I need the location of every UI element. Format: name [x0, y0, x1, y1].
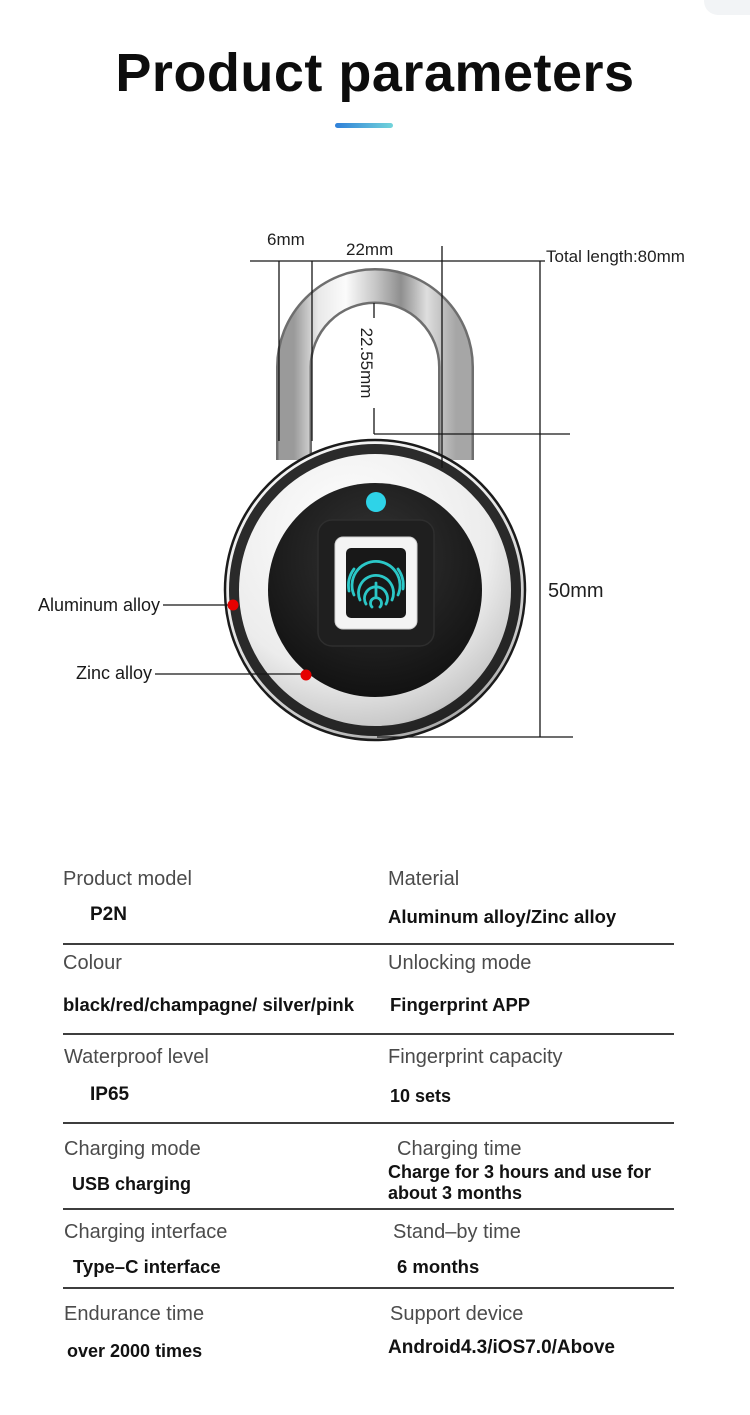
row-divider	[63, 1122, 674, 1124]
material-marker-dot-aluminum	[227, 599, 239, 611]
spec-value-waterproof-level: IP65	[90, 1084, 130, 1105]
fingerprint-sensor	[317, 519, 435, 647]
spec-value-support-device: Android4.3/iOS7.0/Above	[388, 1337, 615, 1358]
material-marker-dot-zinc	[300, 669, 312, 681]
spec-value-unlocking-mode: Fingerprint APP	[390, 994, 531, 1015]
spec-label-fingerprint-capacity: Fingerprint capacity	[388, 1046, 563, 1068]
page-corner-artifact	[704, 0, 750, 15]
spec-label-unlocking-mode: Unlocking mode	[388, 952, 532, 974]
dim-shackle-thickness-label: 6mm	[267, 230, 305, 249]
material-zinc-label: Zinc alloy	[75, 663, 152, 683]
spec-value-fingerprint-capacity: 10 sets	[390, 1086, 452, 1106]
spec-label-waterproof-level: Waterproof level	[64, 1046, 209, 1068]
dim-body-height-label: 50mm	[548, 580, 604, 602]
dim-shackle-width-label: 22mm	[346, 240, 394, 259]
row-divider	[63, 943, 674, 945]
row-divider	[63, 1033, 674, 1035]
spec-value-standby-time: 6 months	[397, 1256, 480, 1277]
row-divider	[63, 1208, 674, 1210]
spec-label-material: Material	[388, 868, 460, 890]
spec-label-charging-interface: Charging interface	[64, 1221, 228, 1243]
spec-value-charging-interface: Type–C interface	[73, 1256, 221, 1277]
spec-label-charging-mode: Charging mode	[64, 1138, 201, 1160]
lock-body	[223, 438, 527, 742]
spec-value-endurance-time: over 2000 times	[67, 1341, 203, 1361]
led-indicator	[366, 492, 386, 512]
spec-label-standby-time: Stand–by time	[393, 1221, 521, 1243]
spec-label-support-device: Support device	[390, 1303, 524, 1325]
page-title: Product parameters	[115, 43, 635, 103]
fingerprint-icon	[347, 560, 405, 609]
title-accent-bar	[335, 123, 393, 128]
spec-value-material: Aluminum alloy/Zinc alloy	[388, 906, 617, 927]
dim-shackle-height-label: 22.55mm	[356, 318, 376, 408]
spec-value-charging-time: Charge for 3 hours and use for about 3 m…	[388, 1162, 652, 1203]
shackle	[276, 268, 474, 460]
spec-label-colour: Colour	[63, 952, 122, 974]
spec-value-charging-mode: USB charging	[72, 1174, 192, 1194]
spec-label-charging-time: Charging time	[397, 1138, 522, 1160]
row-divider	[63, 1287, 674, 1289]
spec-value-product-model: P2N	[90, 904, 127, 925]
spec-label-endurance-time: Endurance time	[64, 1303, 205, 1325]
spec-label-product-model: Product model	[63, 868, 192, 890]
dimension-lines	[155, 246, 573, 738]
spec-value-colour: black/red/champagne/ silver/pink	[63, 994, 354, 1015]
padlock-diagram	[155, 246, 573, 742]
dim-total-length-label: Total length:80mm	[546, 247, 685, 266]
material-aluminum-label: Aluminum alloy	[37, 595, 160, 615]
